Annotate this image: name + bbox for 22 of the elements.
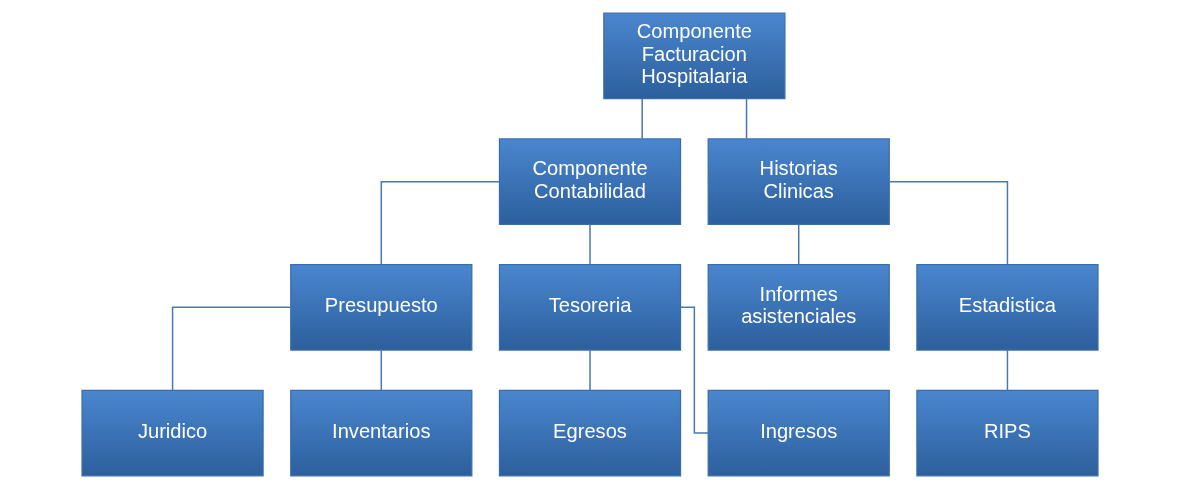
connector xyxy=(745,98,748,140)
connector xyxy=(380,349,383,391)
node-box: Informes asistenciales xyxy=(707,264,890,351)
connector xyxy=(641,98,643,140)
node-box: Componente Contabilidad xyxy=(498,138,682,225)
node-box: Egresos xyxy=(498,389,682,477)
node-box: Estadistica xyxy=(916,264,1099,351)
connector xyxy=(797,223,800,265)
node-box: Juridico xyxy=(81,389,264,477)
connector xyxy=(589,223,591,265)
connector xyxy=(380,180,500,266)
node-box: Presupuesto xyxy=(290,264,473,351)
node-box: Historias Clinicas xyxy=(707,138,890,225)
node-box: Inventarios xyxy=(290,389,473,477)
connector xyxy=(888,180,1009,266)
node-box: Componente Facturacion Hospitalaria xyxy=(603,12,786,100)
node-box: Tesoreria xyxy=(498,264,682,351)
connector xyxy=(1006,349,1009,391)
node-box: Ingresos xyxy=(707,389,890,477)
connector xyxy=(171,306,292,391)
node-box: RIPS xyxy=(916,389,1099,477)
connector xyxy=(589,349,591,391)
